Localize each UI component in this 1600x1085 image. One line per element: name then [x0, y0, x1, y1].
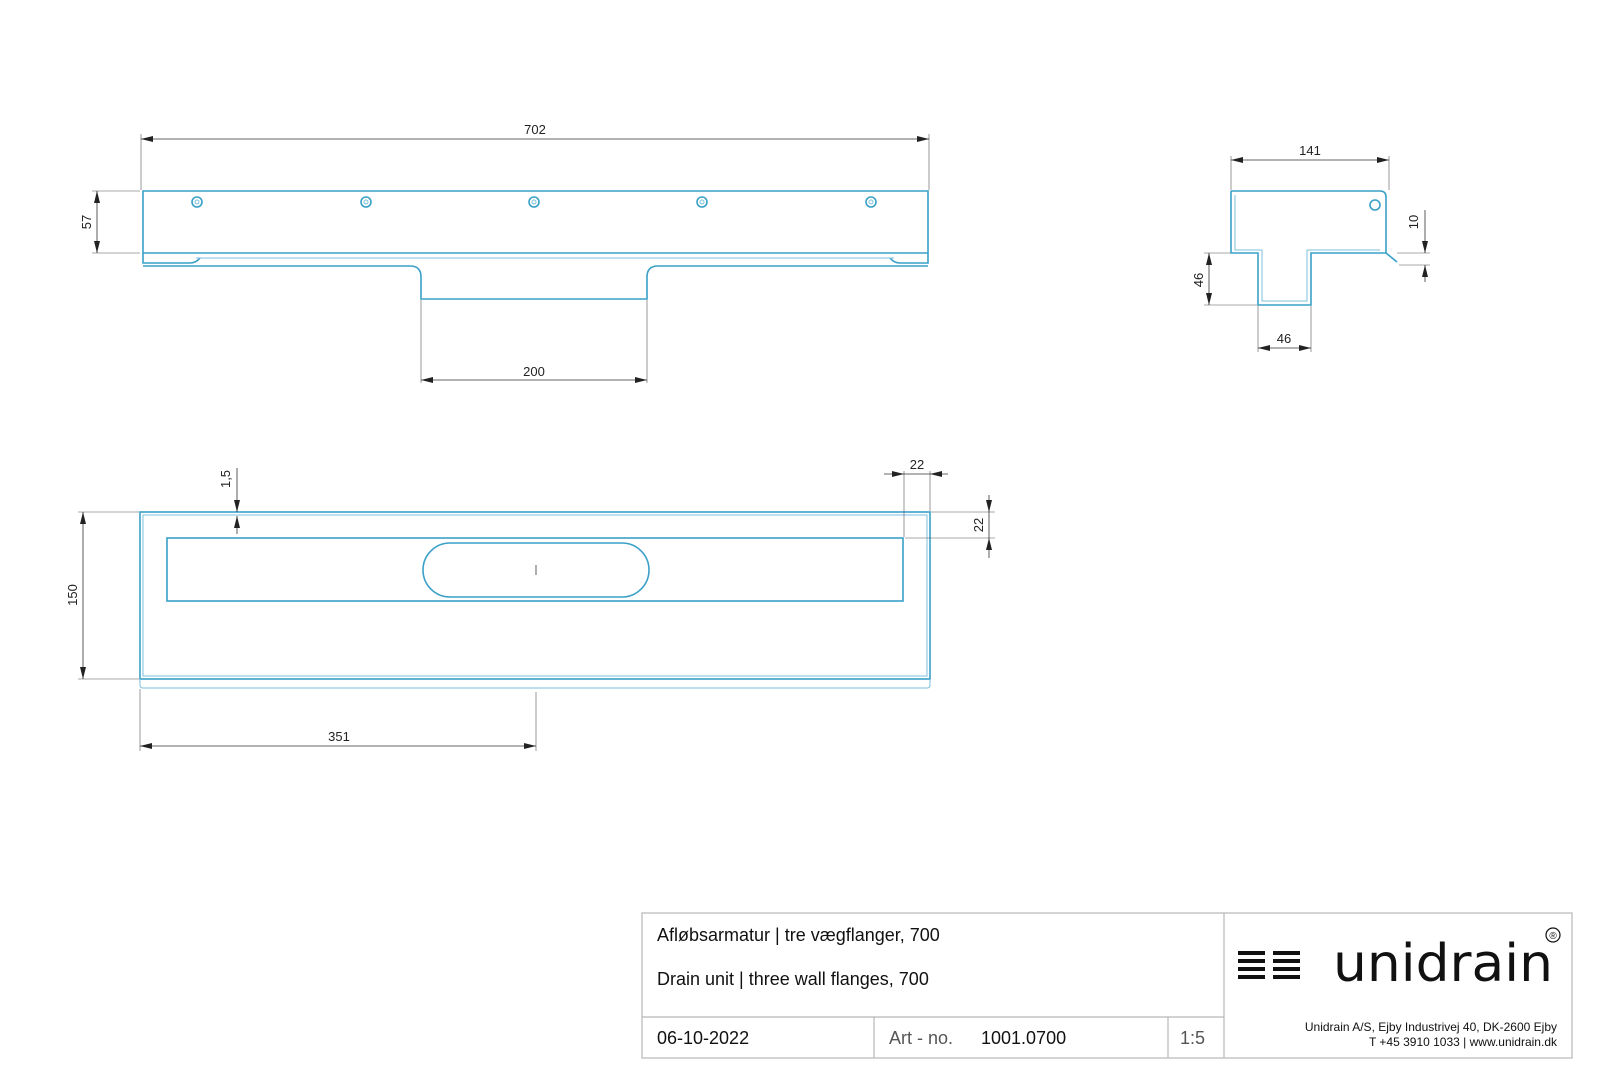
dimension-top-width-label: 150 [65, 584, 80, 606]
screw-hole-inner [194, 199, 200, 205]
title-block: Afløbsarmatur | tre vægflanger, 700 Drai… [641, 912, 1573, 1059]
registered-mark-ring [1545, 927, 1561, 943]
top-view-flange [142, 514, 928, 677]
title-english: Drain unit | three wall flanges, 700 [657, 969, 929, 989]
registered-mark: ® [1549, 931, 1557, 942]
dimension-center: 351 [139, 689, 537, 751]
dimension-lip: 10 [1397, 210, 1430, 282]
drawing-scale: 1:5 [1180, 1028, 1205, 1048]
title-block-frame [641, 912, 1573, 1059]
unidrain-logo: unidrain ® [1238, 927, 1561, 994]
dimension-height-label: 57 [79, 215, 94, 229]
dimension-lip-label: 10 [1406, 215, 1421, 229]
dimension-sheet-thickness: 1,5 [218, 468, 240, 534]
dimension-flange-horizontal: 22 [884, 457, 948, 537]
screw-hole [528, 196, 540, 208]
screw-hole-inner [531, 199, 537, 205]
dimension-outlet-depth-label: 46 [1191, 273, 1206, 287]
dimension-side-width: 141 [1230, 143, 1390, 190]
dimension-height: 57 [79, 190, 140, 254]
screw-hole-inner [699, 199, 705, 205]
screw-hole-inner [363, 199, 369, 205]
side-view: 141 10 46 46 [1191, 143, 1430, 352]
dimension-sheet-thickness-label: 1,5 [218, 470, 233, 488]
front-view-bottom-profile [142, 253, 929, 264]
dimension-outlet-depth: 46 [1191, 252, 1257, 306]
dimension-side-outlet-width-label: 46 [1277, 331, 1291, 346]
dimension-top-width: 150 [65, 511, 139, 680]
top-view: 1,5 22 22 150 [65, 457, 995, 751]
article-number: 1001.0700 [981, 1028, 1066, 1048]
top-view-outlet-slot [422, 542, 650, 598]
dimension-outlet-width: 200 [420, 300, 648, 383]
article-number-label: Art - no. [889, 1028, 953, 1048]
drawing-date: 06-10-2022 [657, 1028, 749, 1048]
company-contact: T +45 3910 1033 | www.unidrain.dk [1369, 1035, 1558, 1049]
screw-hole-inner [868, 199, 874, 205]
screw-hole [696, 196, 708, 208]
title-danish: Afløbsarmatur | tre vægflanger, 700 [657, 925, 940, 945]
dimension-length: 702 [140, 122, 930, 190]
dimension-outlet-width-label: 200 [523, 364, 545, 379]
front-view-outlet [143, 265, 928, 300]
top-view-channel [166, 537, 904, 602]
top-view-outline [139, 511, 931, 680]
screw-hole [191, 196, 203, 208]
front-view: 702 57 200 [79, 122, 930, 383]
screw-hole [360, 196, 372, 208]
top-view-lip [139, 679, 931, 689]
dimension-flange-horizontal-label: 22 [910, 457, 924, 472]
dimension-flange-vertical: 22 [905, 495, 995, 558]
dimension-side-outlet-width: 46 [1257, 306, 1312, 352]
dimension-side-width-label: 141 [1299, 143, 1321, 158]
side-view-profile [1230, 190, 1398, 306]
side-view-hole [1369, 199, 1381, 211]
side-view-inner [1234, 195, 1380, 302]
company-address: Unidrain A/S, Ejby Industrivej 40, DK-26… [1305, 1020, 1557, 1034]
dimension-center-label: 351 [328, 729, 350, 744]
front-view-screw-holes [191, 196, 877, 208]
brand-name: unidrain [1333, 934, 1553, 994]
drain-lines-icon [1238, 951, 1300, 979]
dimension-length-label: 702 [524, 122, 546, 137]
screw-hole [865, 196, 877, 208]
dimension-flange-vertical-label: 22 [971, 518, 986, 532]
